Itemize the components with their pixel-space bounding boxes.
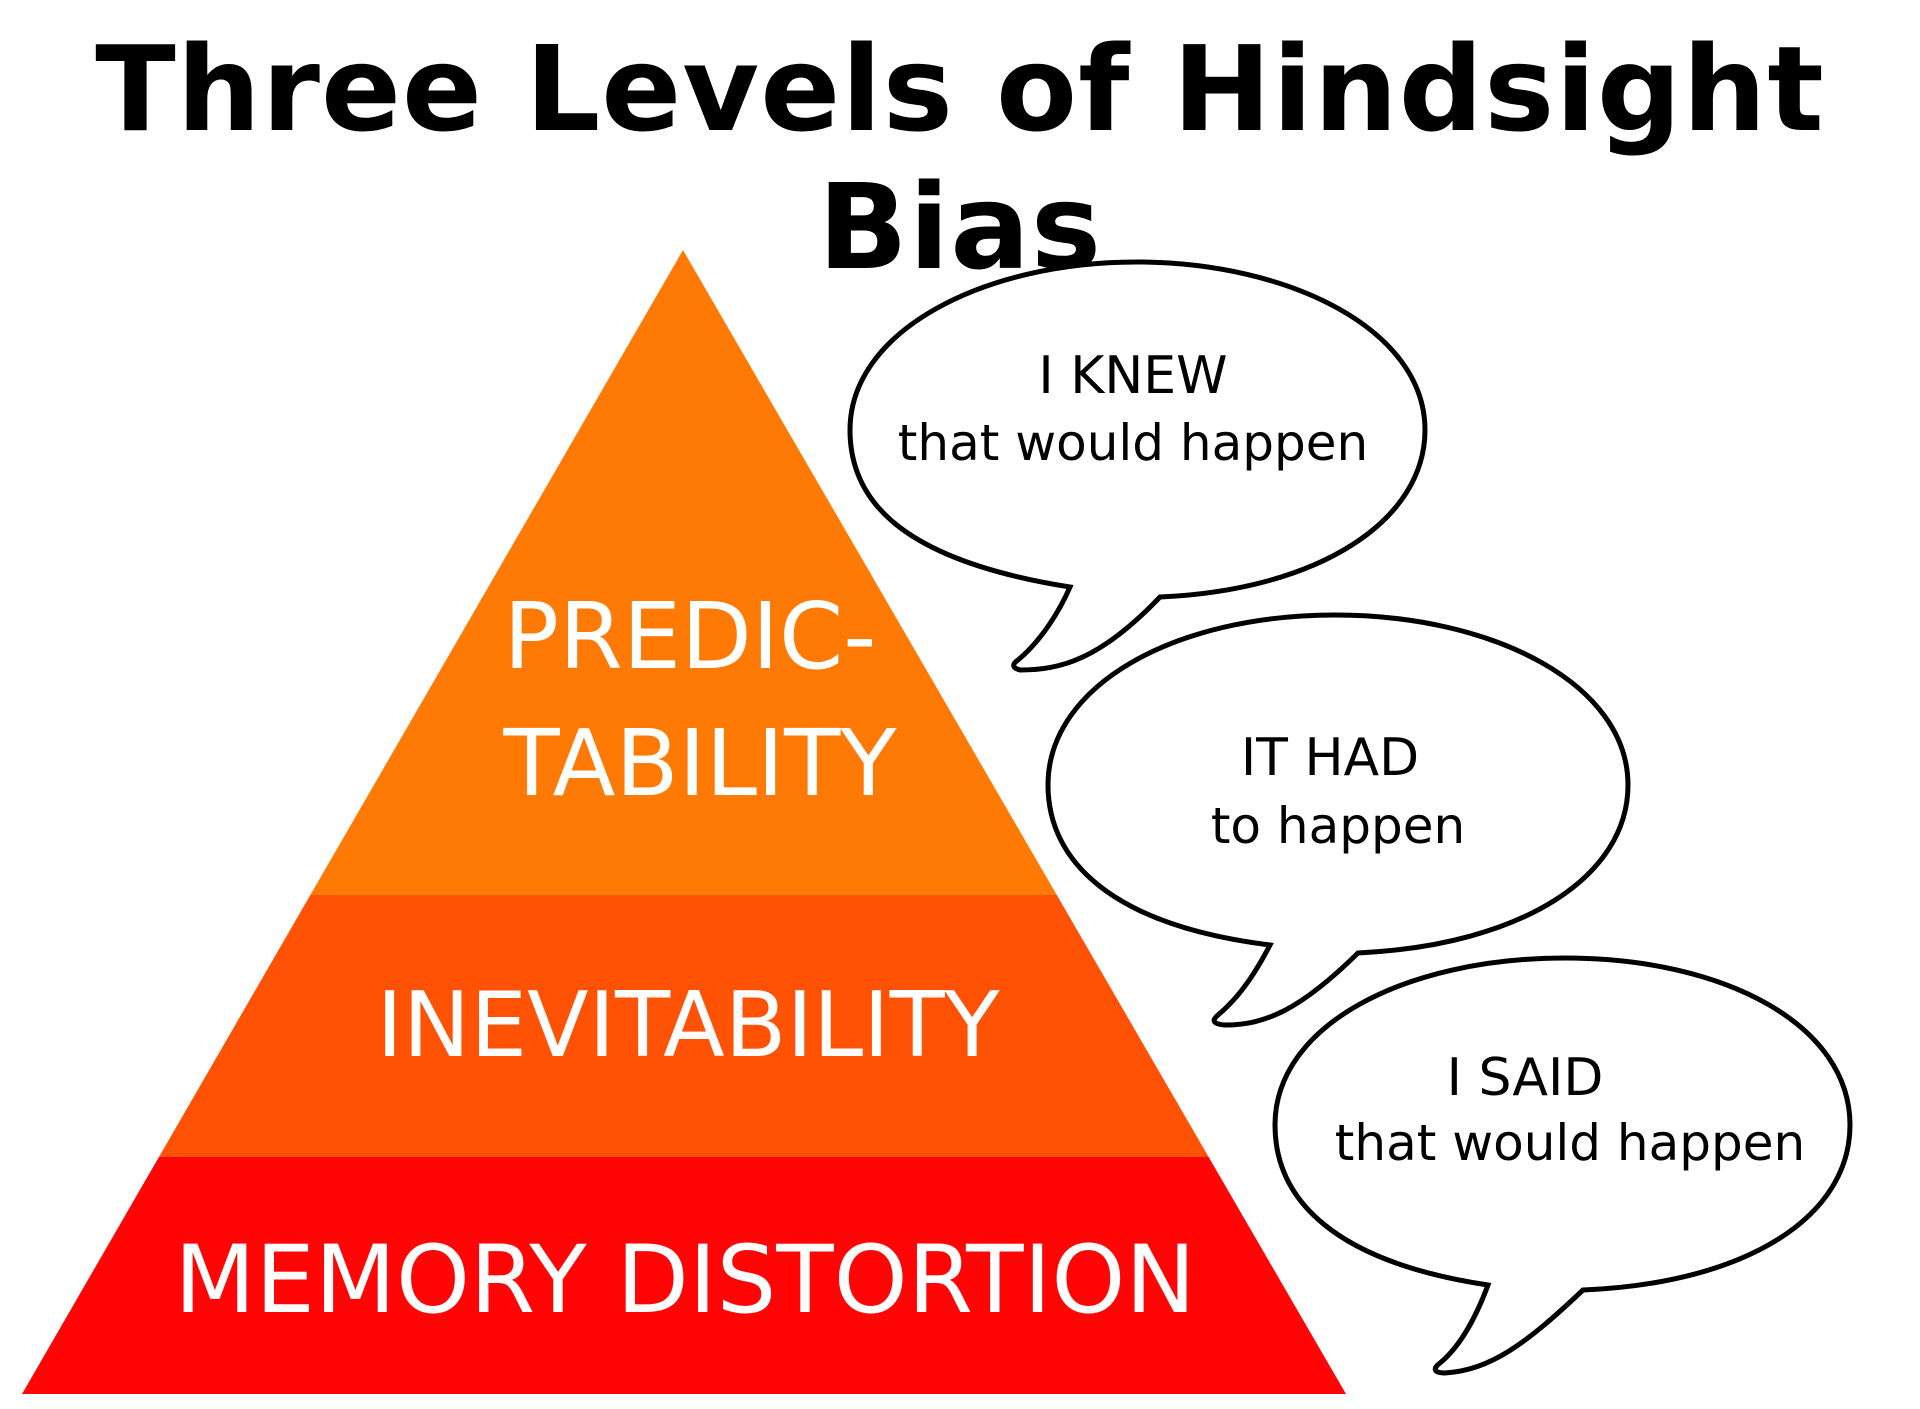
speech-bubble-3: I SAID that would happen bbox=[1272, 955, 1853, 1376]
page-title: Three Levels of Hindsight Bias bbox=[95, 20, 1825, 296]
speech-bubble-3-shape bbox=[1272, 955, 1853, 1376]
level-label-inevitability: INEVITABILITY bbox=[376, 973, 1000, 1078]
speech-bubble-3-line2: that would happen bbox=[1335, 1114, 1805, 1172]
speech-bubble-2-line2: to happen bbox=[1211, 797, 1465, 855]
level-label-predictability-line2: TABILITY bbox=[502, 710, 897, 817]
pyramid-level-memory-distortion bbox=[22, 1157, 1346, 1394]
speech-bubble-2-shape bbox=[1045, 612, 1631, 1028]
level-label-predictability-line1: PREDIC- bbox=[504, 583, 877, 690]
level-label-memory-distortion: MEMORY DISTORTION bbox=[174, 1226, 1195, 1335]
speech-bubble-2: IT HAD to happen bbox=[1045, 612, 1631, 1028]
speech-bubble-2-line1: IT HAD bbox=[1241, 728, 1419, 788]
speech-bubble-1: I KNEW that would happen bbox=[847, 259, 1428, 673]
speech-bubble-3-line1: I SAID bbox=[1447, 1048, 1604, 1108]
speech-bubble-1-shape bbox=[847, 259, 1428, 673]
speech-bubble-1-line1: I KNEW bbox=[1038, 346, 1227, 406]
speech-bubble-1-line2: that would happen bbox=[898, 414, 1368, 472]
